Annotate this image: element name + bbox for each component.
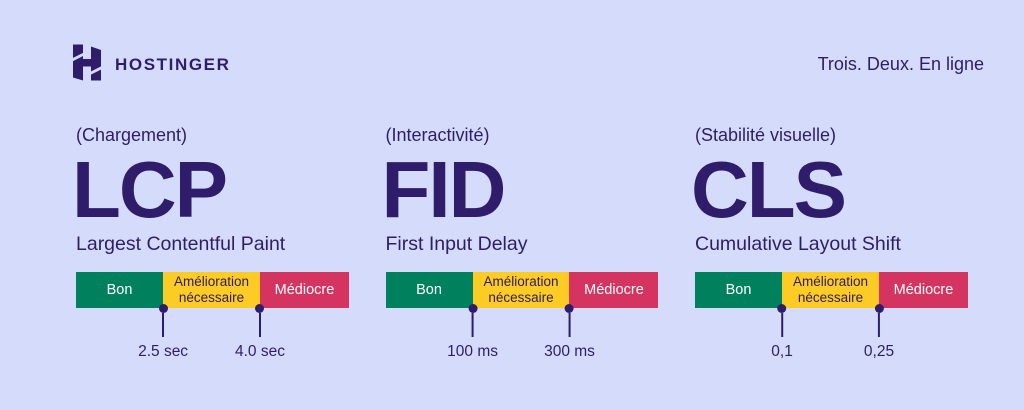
scale-segment-needs-improvement: Amélioration nécessaire xyxy=(472,272,570,308)
threshold-marker-poor: 4.0 sec xyxy=(235,303,285,361)
metric-abbreviation: LCP xyxy=(72,145,228,234)
threshold-value: 4.0 sec xyxy=(235,342,285,360)
threshold-scale-bar: Bon Amélioration nécessaire Médiocre xyxy=(76,272,349,308)
brand-tagline: Trois. Deux. En ligne xyxy=(817,54,984,74)
metric-column-fid: (Interactivité) FID First Input Delay Bo… xyxy=(382,124,659,364)
metric-column-cls: (Stabilité visuelle) CLS Cumulative Layo… xyxy=(691,124,968,364)
metric-full-name: First Input Delay xyxy=(385,233,528,255)
threshold-marker-poor: 300 ms xyxy=(544,303,595,361)
threshold-markers: 2.5 sec 4.0 sec xyxy=(76,303,349,364)
brand-name: HOSTINGER xyxy=(115,55,231,74)
brand-lockup: HOSTINGER xyxy=(70,44,231,86)
marker-dot-icon xyxy=(874,303,884,313)
threshold-marker-good: 2.5 sec xyxy=(138,303,189,361)
threshold-value: 300 ms xyxy=(544,342,595,360)
marker-line xyxy=(568,312,571,337)
scale-segment-poor: Médiocre xyxy=(259,272,349,308)
marker-dot-icon xyxy=(158,303,168,313)
metric-category: (Chargement) xyxy=(76,125,188,145)
threshold-marker-good: 0,1 xyxy=(771,303,793,361)
hostinger-h-logo-icon xyxy=(70,44,104,86)
scale-segment-good: Bon xyxy=(385,272,473,308)
threshold-scale-bar: Bon Amélioration nécessaire Médiocre xyxy=(695,272,968,308)
scale-segment-needs-improvement: Amélioration nécessaire xyxy=(782,272,879,308)
metric-full-name: Largest Contentful Paint xyxy=(76,233,286,255)
metrics-row: (Chargement) LCP Largest Contentful Pain… xyxy=(72,124,968,364)
marker-dot-icon xyxy=(255,303,265,313)
threshold-markers: 100 ms 300 ms xyxy=(386,303,659,364)
threshold-value: 100 ms xyxy=(447,342,498,360)
threshold-marker-good: 100 ms xyxy=(447,303,498,361)
threshold-value: 0,1 xyxy=(771,342,793,360)
threshold-scale-bar: Bon Amélioration nécessaire Médiocre xyxy=(385,272,659,308)
threshold-value: 0,25 xyxy=(863,342,895,360)
metric-category: (Stabilité visuelle) xyxy=(695,125,837,145)
scale-segment-good: Bon xyxy=(76,272,164,308)
metric-category: (Interactivité) xyxy=(385,125,490,145)
marker-line xyxy=(258,312,262,337)
marker-line xyxy=(471,312,474,337)
marker-line xyxy=(780,312,784,337)
metric-full-name: Cumulative Layout Shift xyxy=(695,233,901,255)
metric-abbreviation: FID xyxy=(381,145,507,234)
scale-segment-poor: Médiocre xyxy=(569,272,659,308)
metric-column-lcp: (Chargement) LCP Largest Contentful Pain… xyxy=(72,124,349,364)
marker-line xyxy=(161,312,165,337)
scale-segment-needs-improvement: Amélioration nécessaire xyxy=(163,272,260,308)
threshold-markers: 0,1 0,25 xyxy=(695,303,968,364)
marker-line xyxy=(877,312,881,337)
metric-abbreviation: CLS xyxy=(691,145,847,234)
marker-dot-icon xyxy=(777,303,787,313)
marker-dot-icon xyxy=(565,303,574,313)
marker-dot-icon xyxy=(468,303,478,313)
threshold-marker-poor: 0,25 xyxy=(863,303,895,361)
scale-segment-good: Bon xyxy=(695,272,783,308)
scale-segment-poor: Médiocre xyxy=(878,272,968,308)
threshold-value: 2.5 sec xyxy=(138,342,189,360)
